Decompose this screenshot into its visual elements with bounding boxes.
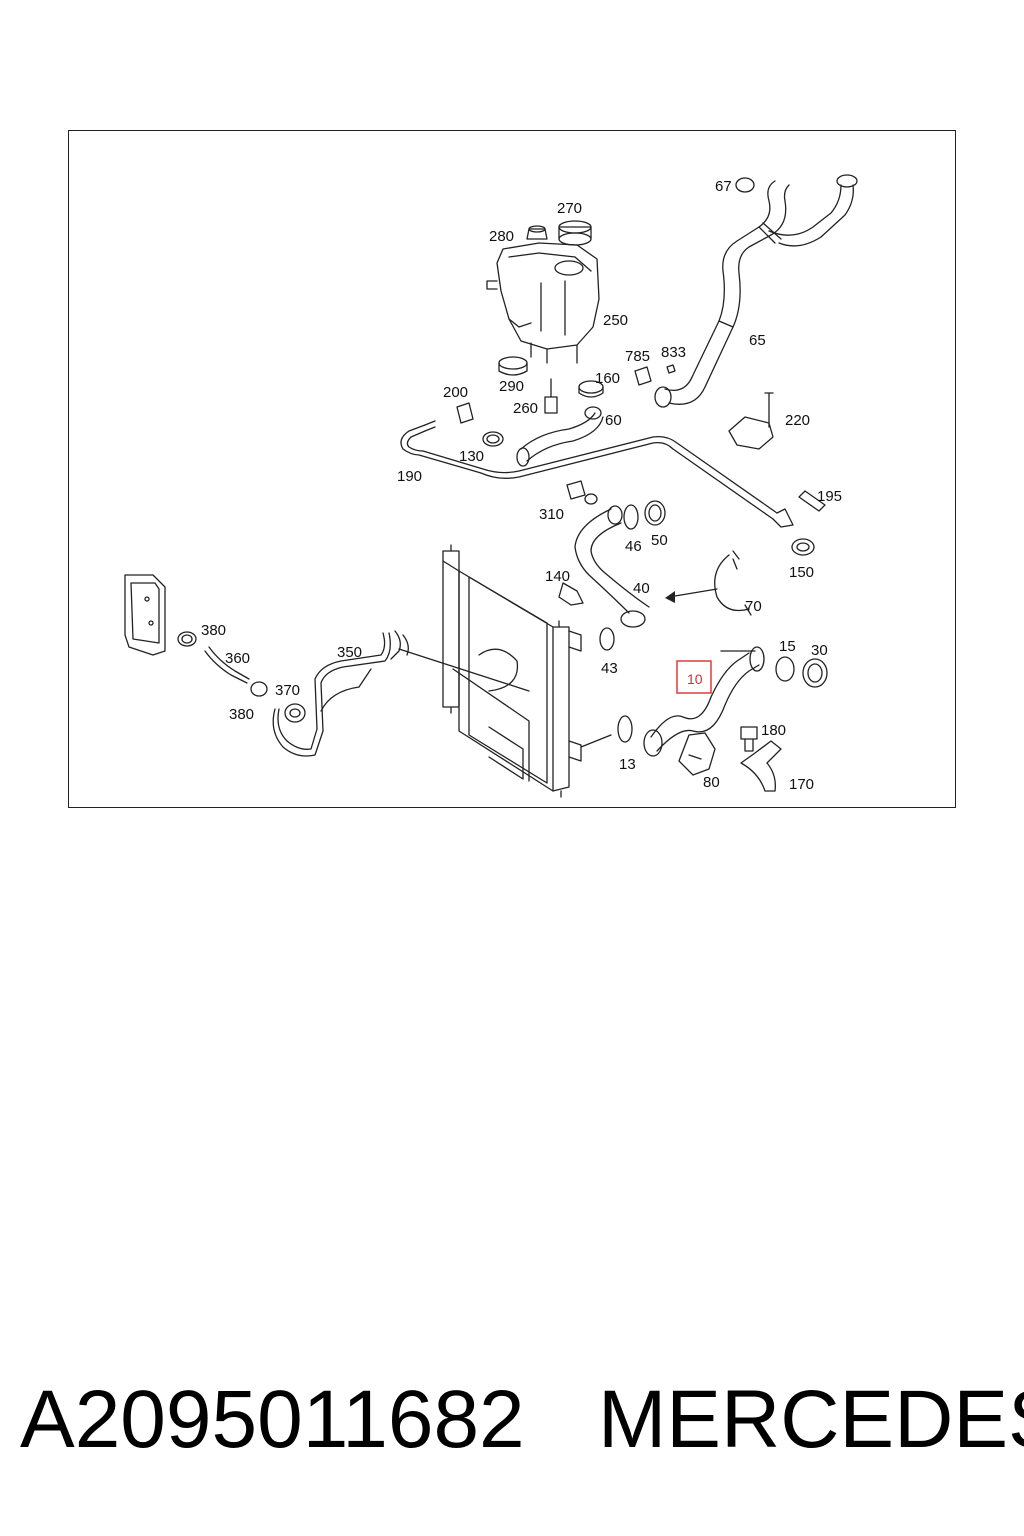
auxiliary-radiator [124,574,166,656]
callout-190: 190 [397,468,422,485]
callout-833: 833 [661,344,686,361]
callout-785: 785 [625,348,650,365]
hose [516,406,604,467]
callout-380-bottom: 380 [229,706,254,723]
callout-290: 290 [499,378,524,395]
exploded-view-drawing: 10 67 270 280 250 65 785 833 200 290 160… [124,174,858,798]
bleed-valve [798,490,826,512]
caption: A2095011682 MERCEDES [20,1370,1024,1470]
callout-13: 13 [619,756,636,773]
part-number: A2095011682 [20,1374,525,1465]
clamp [578,380,604,398]
callout-310: 310 [539,506,564,523]
callout-370: 370 [275,682,300,699]
pump [284,703,306,723]
highlight-box [676,660,712,694]
pipe [740,740,782,792]
bracket [728,392,774,450]
callout-380-top: 380 [201,622,226,639]
callout-15: 15 [779,638,796,655]
callout-170: 170 [789,776,814,793]
hose-bracket [714,550,752,616]
arrow-head [665,591,675,603]
o-ring [599,627,615,651]
callout-160: 160 [595,370,620,387]
clamp [644,500,666,526]
valve [566,480,598,505]
callout-270: 270 [557,200,582,217]
callout-180: 180 [761,722,786,739]
callout-43: 43 [601,660,618,677]
clip [456,402,474,424]
callout-70: 70 [745,598,762,615]
callout-195: 195 [817,488,842,505]
clamp [177,631,197,647]
clamp [482,431,504,447]
callout-260: 260 [513,400,538,417]
leader-line [580,734,612,748]
callout-130: 130 [459,448,484,465]
callout-140: 140 [545,568,570,585]
bolt [740,726,758,752]
hose-bracket [678,732,716,776]
callout-360: 360 [225,650,250,667]
callout-80: 80 [703,774,720,791]
coolant-pipe [272,630,530,782]
o-ring [623,504,639,530]
callout-67: 67 [715,178,732,195]
parts-diagram: 10 67 270 280 250 65 785 833 200 290 160… [68,130,956,808]
level-sensor [544,378,558,414]
lower-hose [574,505,650,628]
clamp [250,681,268,697]
callout-60: 60 [605,412,622,429]
callout-350: 350 [337,644,362,661]
nut [526,225,548,240]
clamp [735,177,755,193]
callout-labels: 67 270 280 250 65 785 833 200 290 160 26… [201,178,842,793]
radiator-hose [643,646,765,757]
callout-65: 65 [749,332,766,349]
brand-name: MERCEDES [598,1374,1024,1465]
callout-220: 220 [785,412,810,429]
sensor-fitting [634,364,676,386]
upper-hose [654,174,858,408]
clip [558,582,584,606]
callout-40: 40 [633,580,650,597]
callout-250: 250 [603,312,628,329]
clamp [802,658,828,688]
callout-280: 280 [489,228,514,245]
callout-46: 46 [625,538,642,555]
expansion-tank [486,242,600,364]
arrow [668,588,718,598]
o-ring [775,656,795,682]
tank-cap [558,220,592,246]
grommet [498,356,528,376]
callout-30: 30 [811,642,828,659]
callout-10: 10 [687,671,703,687]
o-ring [617,715,633,743]
bleed-line [400,420,794,528]
clamp [791,538,815,556]
hose [204,646,250,684]
callout-150: 150 [789,564,814,581]
callout-50: 50 [651,532,668,549]
radiator [442,544,582,798]
callout-200: 200 [443,384,468,401]
